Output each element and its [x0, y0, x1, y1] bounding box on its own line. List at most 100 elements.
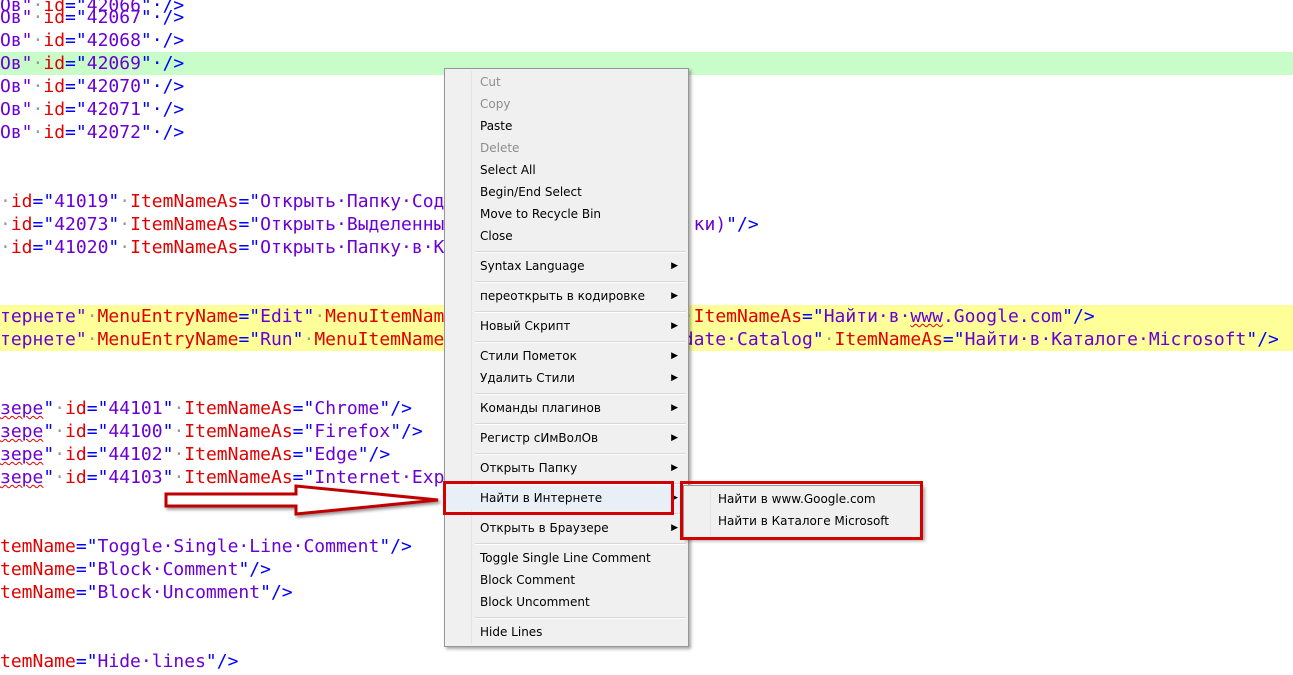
code-token: MenuItemName [314, 329, 445, 350]
code-line[interactable]: temName="Block·Uncomment"/> [0, 581, 1293, 604]
code-token: =" [292, 398, 315, 419]
code-token: temName [0, 559, 76, 580]
menu-item-toggle-comment[interactable]: Toggle Single Line Comment [447, 547, 686, 569]
menu-item-begin-end-select[interactable]: Begin/End Select [447, 181, 686, 203]
code-line[interactable]: temName="Hide·lines"/> [0, 650, 1293, 673]
code-token: id [43, 7, 66, 28]
menu-item-reopen-encoding[interactable]: переоткрыть в кодировке▶ [447, 285, 686, 307]
menu-item-search-internet[interactable]: Найти в Интернете▶ [447, 487, 686, 509]
submenu-item-google[interactable]: Найти в www.Google.com [686, 488, 918, 510]
code-token: Internet·Exp [314, 467, 445, 488]
code-token: "/> [1246, 329, 1279, 350]
code-token: id [10, 191, 33, 212]
code-token: =" [75, 651, 98, 672]
menu-separator [475, 617, 686, 619]
menu-item-label: Select All [480, 163, 536, 177]
menu-item-paste[interactable]: Paste [447, 115, 686, 137]
menu-separator [475, 543, 686, 545]
code-token: =" [32, 191, 55, 212]
menu-item-mark-styles[interactable]: Стили Пометок▶ [447, 345, 686, 367]
menu-item-delete-styles[interactable]: Удалить Стили▶ [447, 367, 686, 389]
code-token: 42069 [86, 53, 141, 74]
code-token: id [10, 237, 33, 258]
code-token: Ов" [0, 99, 33, 120]
code-token: =" [238, 237, 261, 258]
code-token: · [32, 0, 44, 16]
code-line[interactable]: ·id="41019"·ItemNameAs="Открыть·Папку·Со… [0, 190, 1293, 213]
menu-item-close[interactable]: Close [447, 225, 686, 247]
code-token: Открыть·Папку·в·К [260, 237, 445, 258]
menu-item-cut[interactable]: Cut [447, 71, 686, 93]
menu-item-open-folder[interactable]: Открыть Папку▶ [447, 457, 686, 479]
submenu-item-microsoft-catalog[interactable]: Найти в Каталоге Microsoft [686, 510, 918, 532]
menu-icon-gutter [471, 71, 472, 644]
code-token: "/> [1062, 306, 1095, 327]
code-line[interactable]: Ов"·id="42072"·/> [0, 121, 1293, 144]
code-token: date·Catalog [682, 329, 813, 350]
menu-item-block-comment[interactable]: Block Comment [447, 569, 686, 591]
code-line[interactable]: Ов"·id="42067"·/> [0, 6, 1293, 29]
code-token: · [173, 467, 185, 488]
menu-item-char-case[interactable]: Регистр сИмВолОв▶ [447, 427, 686, 449]
code-token: · [54, 398, 66, 419]
code-token: =" [32, 237, 55, 258]
menu-item-label: Syntax Language [480, 259, 585, 273]
submenu-arrow-icon: ▶ [671, 523, 678, 533]
code-line[interactable]: зере"·id="44103"·ItemNameAs="Internet·Ex… [0, 466, 1293, 489]
code-line[interactable]: Ов"·id="42068"·/> [0, 29, 1293, 52]
code-token: 42068 [86, 30, 141, 51]
code-token: Ов" [0, 122, 33, 143]
code-line[interactable]: ·id="42073"·ItemNameAs="Открыть·Выделенн… [0, 213, 1293, 236]
code-token: · [32, 7, 44, 28]
code-token: · [119, 191, 131, 212]
code-token: "·/> [140, 30, 185, 51]
code-token: id [65, 398, 87, 419]
code-line[interactable]: temName="Toggle·Single·Line·Comment"/> [0, 535, 1293, 558]
code-line[interactable]: зере"·id="44102"·ItemNameAs="Edge"/> [0, 443, 1293, 466]
menu-item-block-uncomment[interactable]: Block Uncomment [447, 591, 686, 613]
code-token: =" [238, 214, 261, 235]
code-token: =" [942, 329, 965, 350]
code-line[interactable]: Ов"·id="42066"·/> [0, 0, 1293, 17]
code-token: =" [65, 30, 87, 51]
code-line[interactable]: Ов"·id="42069"·/> [0, 52, 1293, 75]
code-line[interactable]: ·id="41020"·ItemNameAs="Открыть·Папку·в·… [0, 236, 1293, 259]
menu-item-syntax-language[interactable]: Syntax Language▶ [447, 255, 686, 277]
code-token: ItemNameAs [130, 237, 239, 258]
code-token: "·/> [140, 76, 185, 97]
menu-item-move-to-recycle-bin[interactable]: Move to Recycle Bin [447, 203, 686, 225]
code-line[interactable]: Ов"·id="42070"·/> [0, 75, 1293, 98]
code-token: =" [86, 467, 109, 488]
menu-item-select-all[interactable]: Select All [447, 159, 686, 181]
menu-item-label: Hide Lines [480, 625, 543, 639]
code-token: ItemNameAs [130, 214, 239, 235]
menu-item-copy[interactable]: Copy [447, 93, 686, 115]
submenu-arrow-icon: ▶ [671, 463, 678, 473]
submenu-item-label: Найти в Каталоге Microsoft [718, 514, 890, 528]
code-token: .Google.com [942, 306, 1063, 327]
code-token: · [0, 191, 11, 212]
code-token: тернете" [0, 306, 87, 327]
menu-separator [475, 423, 686, 425]
code-token: Hide·lines [97, 651, 206, 672]
code-token: · [119, 237, 131, 258]
code-line[interactable]: зере"·id="44100"·ItemNameAs="Firefox"/> [0, 420, 1293, 443]
menu-item-plugin-commands[interactable]: Команды плагинов▶ [447, 397, 686, 419]
code-line[interactable]: Ов"·id="42071"·/> [0, 98, 1293, 121]
code-token: id [10, 214, 33, 235]
submenu-arrow-icon: ▶ [671, 433, 678, 443]
code-line[interactable]: temName="Block·Comment"/> [0, 558, 1293, 581]
code-line[interactable]: зере"·id="44101"·ItemNameAs="Chrome"/> [0, 397, 1293, 420]
menu-item-open-in-browser[interactable]: Открыть в Браузере▶ [447, 517, 686, 539]
menu-item-delete[interactable]: Delete [447, 137, 686, 159]
code-token: temName [0, 651, 76, 672]
code-token: · [173, 421, 185, 442]
code-token: "·/> [140, 7, 185, 28]
menu-item-hide-lines[interactable]: Hide Lines [447, 621, 686, 643]
code-token: id [65, 467, 87, 488]
code-token: 42070 [86, 76, 141, 97]
menu-item-new-script[interactable]: Новый Скрипт▶ [447, 315, 686, 337]
